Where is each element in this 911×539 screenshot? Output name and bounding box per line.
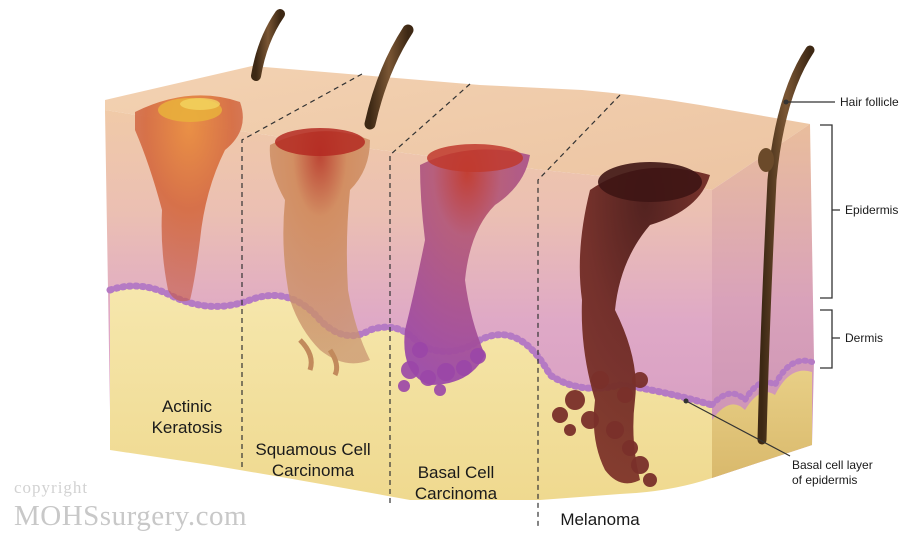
squamous-cell-carcinoma-label: Squamous Cell Carcinoma — [243, 440, 383, 481]
basal-cell-carcinoma-label: Basal Cell Carcinoma — [396, 463, 516, 504]
hair-follicle-dot — [784, 100, 789, 105]
watermark-copyright: copyright — [14, 478, 88, 498]
dermis-label: Dermis — [845, 331, 883, 346]
epidermis-bracket — [820, 125, 840, 298]
hair-shaft-1 — [256, 14, 280, 76]
basal-cell-layer-label: Basal cell layer of epidermis — [792, 458, 873, 487]
hair-follicle-bulb — [758, 148, 774, 172]
dermis-bracket — [820, 310, 840, 368]
hair-follicle-label: Hair follicle — [840, 95, 899, 110]
epidermis-label: Epidermis — [845, 203, 898, 218]
melanoma-label: Melanoma — [540, 510, 660, 531]
basal-layer-dot — [684, 399, 689, 404]
actinic-keratosis-label: Actinic Keratosis — [132, 397, 242, 438]
watermark-site: MOHSsurgery.com — [14, 500, 247, 533]
